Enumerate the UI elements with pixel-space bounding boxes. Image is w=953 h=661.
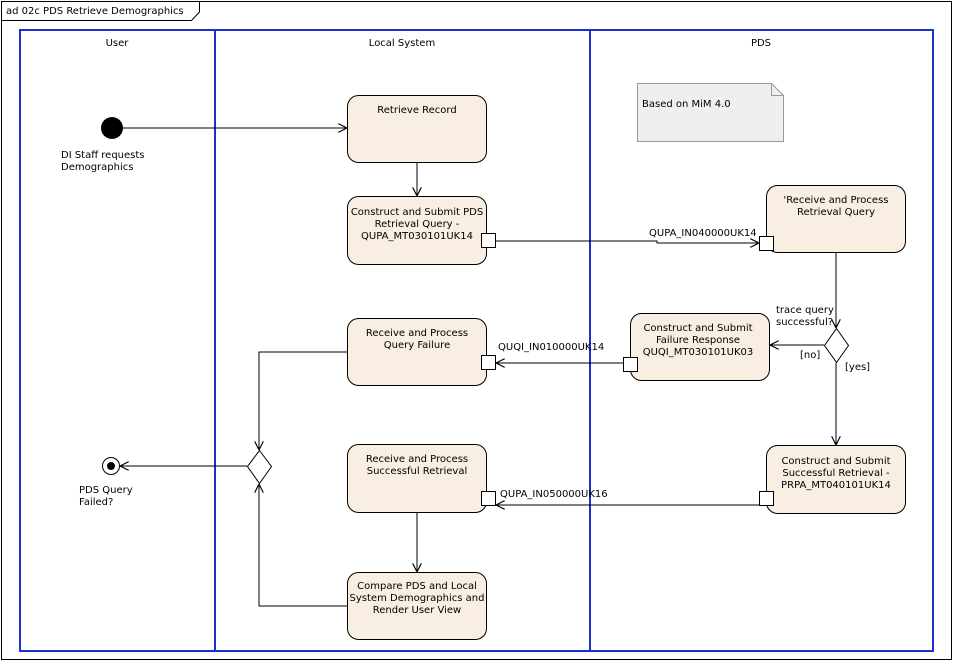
activity-construct-failure-line3: QUQI_MT030101UK03 — [643, 347, 754, 358]
activity-retrieve-record[interactable]: Retrieve Record — [347, 95, 487, 163]
start-label-line2: Demographics — [61, 162, 133, 173]
activity-construct-success-line2: Successful Retrieval - — [782, 468, 890, 479]
end-label-line2: Failed? — [79, 497, 113, 508]
diagram-title-tab — [1, 1, 200, 21]
pin-receive-success-in[interactable] — [481, 491, 496, 506]
pin-construct-query-out[interactable] — [481, 233, 496, 248]
flow-failure-to-merge — [259, 351, 347, 450]
activity-compare-line3: Render User View — [373, 605, 461, 616]
activity-construct-query-line1: Construct and Submit PDS — [351, 207, 483, 218]
note[interactable]: Based on MiM 4.0 — [637, 83, 784, 142]
activity-construct-failure-line1: Construct and Submit — [643, 323, 752, 334]
activity-construct-query-line3: QUPA_MT030101UK14 — [361, 231, 473, 242]
activity-receive-failure[interactable]: Receive and Process Query Failure — [347, 318, 487, 386]
pin-construct-success-out[interactable] — [759, 491, 774, 506]
end-label-line1: PDS Query — [79, 485, 133, 496]
start-label-line1: DI Staff requests — [61, 150, 145, 161]
activity-receive-success-line1: Receive and Process — [366, 454, 468, 465]
note-shape — [637, 83, 784, 142]
decision-trace-query[interactable] — [823, 327, 850, 364]
activity-retrieve-record-text: Retrieve Record — [377, 105, 456, 116]
label-quqi-in010000: QUQI_IN010000UK14 — [498, 342, 604, 353]
flow-compare-to-merge — [259, 484, 347, 607]
flow-qupa-in040000 — [496, 241, 759, 243]
decision-question-line1: trace query — [776, 305, 834, 316]
activity-receive-process-query-line2: Retrieval Query — [797, 207, 875, 218]
final-node[interactable] — [102, 457, 120, 475]
activity-receive-success[interactable]: Receive and Process Successful Retrieval — [347, 444, 487, 513]
activity-construct-failure-line2: Failure Response — [656, 335, 740, 346]
activity-compare-line2: System Demographics and — [350, 593, 485, 604]
swimlane-frame — [19, 29, 934, 652]
activity-receive-failure-line1: Receive and Process — [366, 328, 468, 339]
activity-construct-query[interactable]: Construct and Submit PDS Retrieval Query… — [347, 196, 487, 265]
lane-header-pds: PDS — [751, 38, 771, 49]
pin-construct-failure-out[interactable] — [623, 357, 638, 372]
note-fold — [771, 83, 784, 96]
activity-construct-success-line3: PRPA_MT040101UK14 — [781, 480, 891, 491]
activity-compare-line1: Compare PDS and Local — [357, 581, 477, 592]
lane-header-local-system: Local System — [369, 38, 435, 49]
lane-header-user: User — [106, 38, 130, 49]
label-qupa-in050000: QUPA_IN050000UK16 — [500, 489, 608, 500]
label-qupa-in040000: QUPA_IN040000UK14 — [649, 228, 757, 239]
activity-construct-failure[interactable]: Construct and Submit Failure Response QU… — [630, 313, 770, 381]
diagram-title: ad 02c PDS Retrieve Demographics — [6, 6, 184, 17]
pin-receive-process-query-in[interactable] — [759, 236, 774, 251]
activity-construct-success-line1: Construct and Submit — [781, 456, 890, 467]
activity-receive-success-line2: Successful Retrieval — [367, 466, 468, 477]
activity-receive-failure-line2: Query Failure — [384, 340, 450, 351]
pin-receive-failure-in[interactable] — [481, 355, 496, 370]
note-text: Based on MiM 4.0 — [642, 99, 731, 110]
decision-yes-label: [yes] — [845, 362, 870, 373]
activity-receive-process-query-line1: 'Receive and Process — [783, 195, 888, 206]
merge-failure-decision[interactable] — [246, 449, 273, 485]
initial-node[interactable] — [101, 117, 123, 139]
activity-compare[interactable]: Compare PDS and Local System Demographic… — [347, 572, 487, 640]
decision-no-label: [no] — [800, 350, 820, 361]
activity-receive-process-query[interactable]: 'Receive and Process Retrieval Query — [766, 185, 906, 253]
activity-construct-query-line2: Retrieval Query - — [375, 219, 460, 230]
activity-construct-success[interactable]: Construct and Submit Successful Retrieva… — [766, 445, 906, 514]
decision-question-line2: successful? — [776, 317, 833, 328]
